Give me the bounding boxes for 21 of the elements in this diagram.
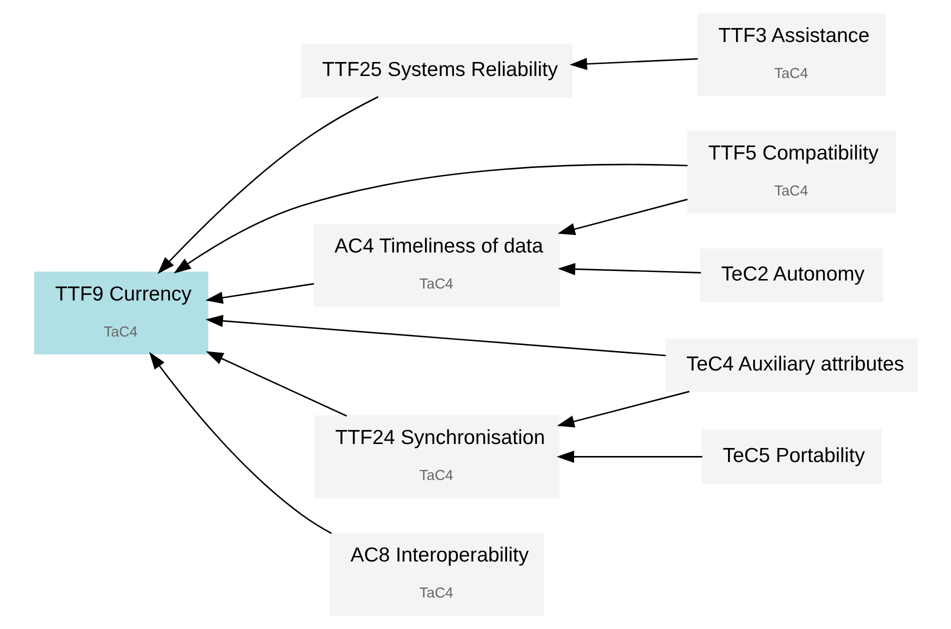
node-box: TeC5 Portability xyxy=(701,430,882,484)
arrow xyxy=(157,96,378,274)
node-box: AC8 Interoperability TaC4 xyxy=(328,532,544,616)
arrow xyxy=(148,352,332,534)
node-box: TTF9 Currency TaC4 xyxy=(34,272,208,354)
arrow xyxy=(173,164,688,274)
arrow xyxy=(557,198,688,236)
node-box: TTF3 Assistance TaC4 xyxy=(696,13,886,96)
node-box: AC4 Timeliness of data TaC4 xyxy=(312,224,560,307)
arrow xyxy=(205,314,666,356)
arrow xyxy=(556,390,690,428)
node-box: TTF5 Compatibility TaC4 xyxy=(686,130,896,214)
arrow xyxy=(204,283,314,304)
node-box: TeC4 Auxiliary attributes xyxy=(664,338,918,392)
arrow xyxy=(556,450,702,463)
arrow xyxy=(557,263,700,276)
node-box: TTF24 Synchronisation TaC4 xyxy=(314,415,559,498)
node-box: TTF25 Systems Reliability xyxy=(300,44,572,98)
arrow xyxy=(569,58,698,70)
arrow xyxy=(205,351,346,417)
node-box: TeC2 Autonomy xyxy=(700,248,883,302)
